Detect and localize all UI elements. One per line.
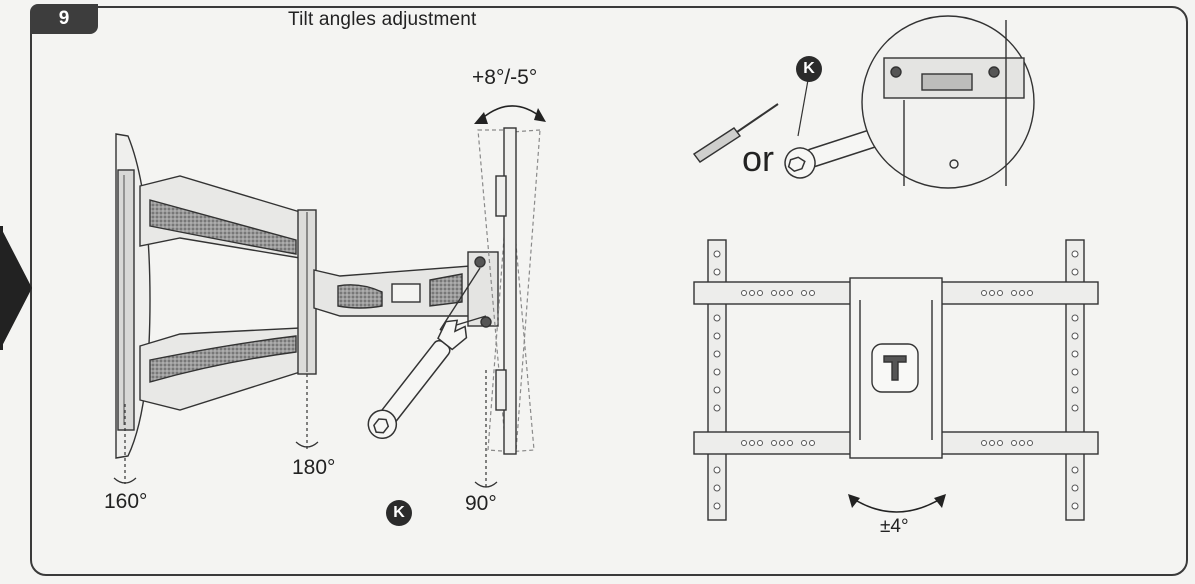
tv-bracket: [693, 239, 1099, 521]
tool-k-badge-right: K: [796, 56, 822, 82]
wall-plate: [115, 133, 151, 459]
wall-rotation-label: 160°: [104, 490, 148, 513]
side-arrow-icon: [0, 226, 32, 350]
lower-arm: [139, 327, 301, 411]
wrench-left: [367, 319, 468, 440]
tilt-angle-label: +8°/-5°: [472, 66, 538, 89]
forearm: [313, 265, 471, 317]
rotation-arrows: [113, 441, 498, 488]
level-adjust-label: ±4°: [880, 516, 909, 537]
head-rotation-label: 90°: [465, 492, 497, 515]
upper-arm: [139, 175, 301, 259]
screwdriver-icon: [692, 103, 779, 163]
tilt-head: [439, 251, 499, 331]
middle-rotation-label: 180°: [292, 456, 336, 479]
tool-k-badge-left: K: [386, 500, 412, 526]
bracket-holes: [713, 250, 1079, 510]
tv-plate-tilt: [477, 129, 541, 453]
step-number-badge: 9: [30, 4, 98, 34]
zoom-detail: [861, 15, 1035, 189]
step-title: Tilt angles adjustment: [288, 9, 477, 30]
level-arrow: [851, 497, 943, 513]
tv-plate: [495, 127, 517, 455]
pivot-axes: [124, 370, 487, 488]
k-pointer: [797, 79, 809, 137]
or-label: or: [742, 138, 775, 179]
tilt-arrow: [477, 105, 543, 123]
